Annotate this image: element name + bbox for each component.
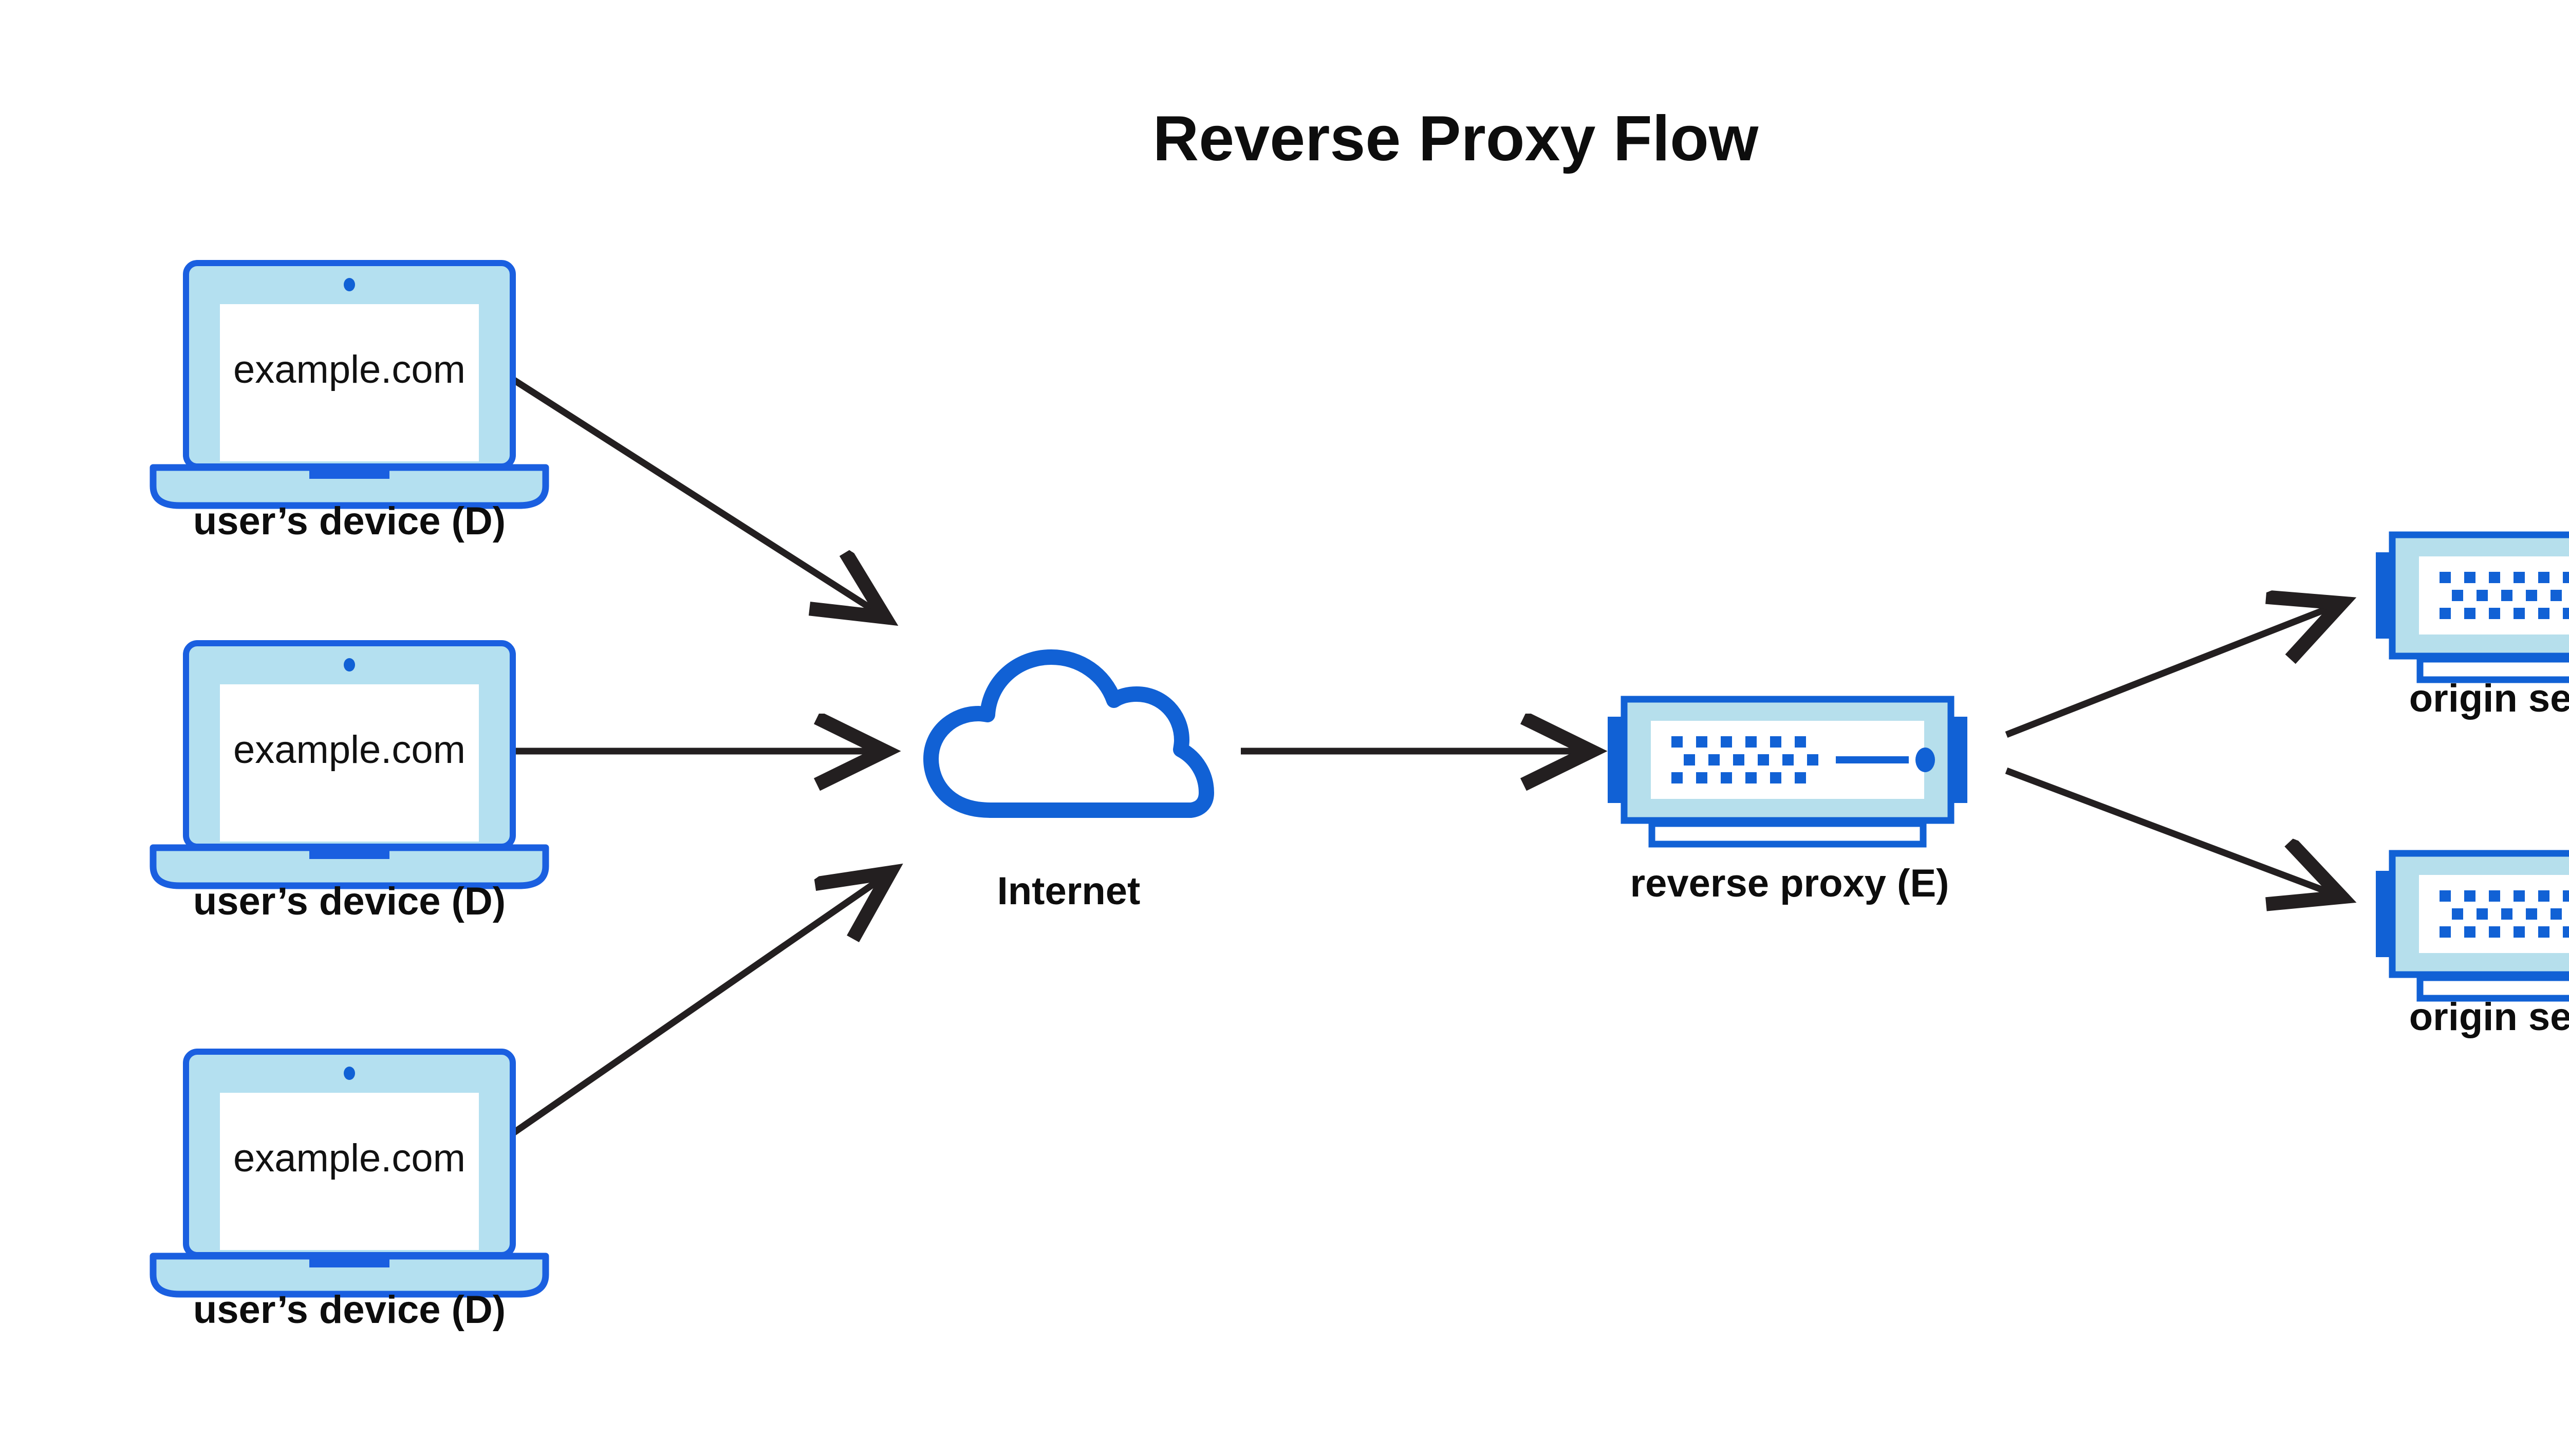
node-label-origin-top: origin server (F) bbox=[2409, 677, 2569, 720]
node-label-origin-bottom: origin server (F) bbox=[2409, 995, 2569, 1039]
node-device-middle[interactable]: example.com user’s device (D) bbox=[153, 643, 546, 923]
edge-device-top-to-internet bbox=[504, 372, 884, 617]
node-label-device-bottom: user’s device (D) bbox=[193, 1288, 506, 1332]
edge-layer bbox=[504, 372, 2340, 1141]
node-label-internet: Internet bbox=[997, 869, 1141, 913]
server-icon bbox=[2376, 535, 2569, 680]
node-origin-bottom[interactable]: origin server (F) bbox=[2376, 853, 2569, 1039]
device-screen-url: example.com bbox=[233, 728, 466, 772]
node-device-top[interactable]: example.com user’s device (D) bbox=[153, 263, 546, 543]
node-label-device-top: user’s device (D) bbox=[193, 499, 506, 543]
edge-device-bottom-to-internet bbox=[504, 873, 889, 1141]
device-screen-url: example.com bbox=[233, 348, 466, 391]
node-device-bottom[interactable]: example.com user’s device (D) bbox=[153, 1052, 546, 1332]
node-label-device-middle: user’s device (D) bbox=[193, 880, 506, 923]
node-internet[interactable]: Internet bbox=[931, 657, 1206, 913]
page-title: Reverse Proxy Flow bbox=[1153, 103, 1759, 174]
server-icon bbox=[1608, 699, 1967, 844]
node-label-reverse-proxy: reverse proxy (E) bbox=[1630, 862, 1949, 905]
edge-reverse-proxy-to-origin-top bbox=[2005, 604, 2340, 738]
node-origin-top[interactable]: origin server (F) bbox=[2376, 535, 2569, 720]
edge-reverse-proxy-to-origin-bottom bbox=[2005, 767, 2340, 897]
cloud-icon bbox=[931, 657, 1206, 810]
node-reverse-proxy[interactable]: reverse proxy (E) bbox=[1608, 699, 1967, 905]
server-icon bbox=[2376, 853, 2569, 998]
device-screen-url: example.com bbox=[233, 1136, 466, 1180]
